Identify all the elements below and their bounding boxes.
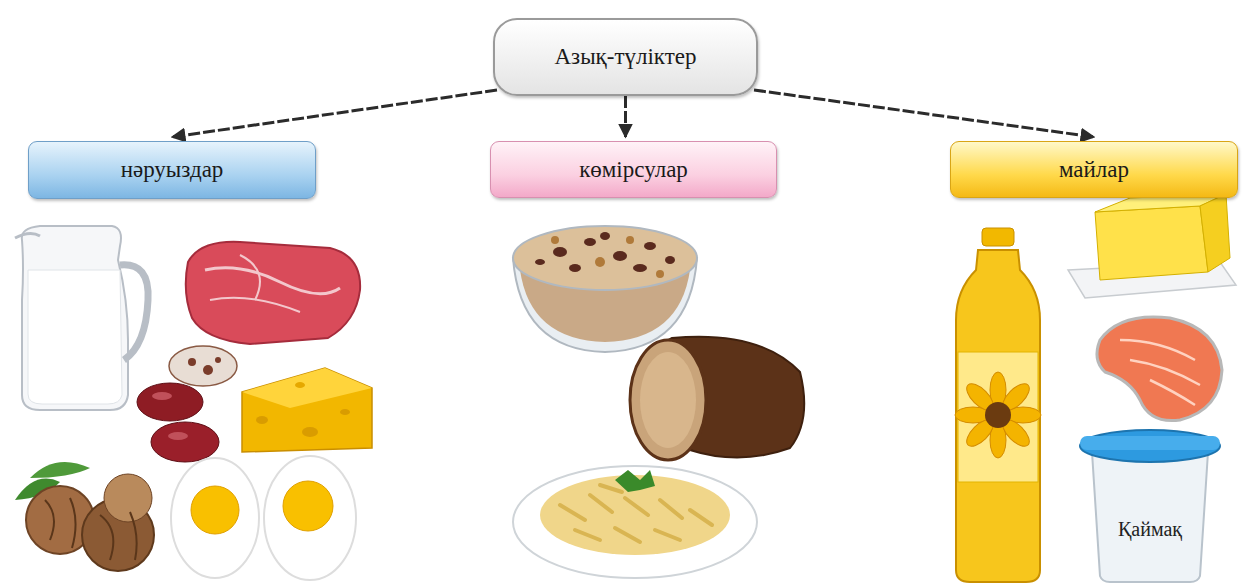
butter <box>1068 194 1236 298</box>
node-text: көмірсулар <box>579 157 688 183</box>
node-text: Азық-түліктер <box>554 44 696 70</box>
milk-jug <box>15 226 148 410</box>
salmon-steak <box>1097 317 1222 421</box>
node-text: нәруыздар <box>121 157 224 183</box>
category-box: көмірсулар <box>490 141 777 198</box>
sour-cream-cup <box>1080 430 1220 582</box>
walnuts <box>15 462 154 571</box>
category-box: нәруыздар <box>28 141 316 199</box>
porridge-bowl <box>513 226 697 352</box>
category-box: майлар <box>950 141 1238 198</box>
oil-bottle <box>955 228 1041 582</box>
pasta-plate <box>513 466 757 578</box>
beans <box>137 346 237 462</box>
product-label: Қаймақ <box>1085 518 1215 541</box>
meat-steak <box>186 242 360 344</box>
bread-loaf <box>630 337 804 460</box>
root-box: Азық-түліктер <box>493 18 758 96</box>
cheese <box>242 368 372 452</box>
connector-arrow <box>624 96 627 137</box>
fried-eggs <box>171 456 356 580</box>
node-text: майлар <box>1059 157 1129 183</box>
connector-arrow <box>754 90 1094 137</box>
connector-arrow <box>172 90 497 137</box>
